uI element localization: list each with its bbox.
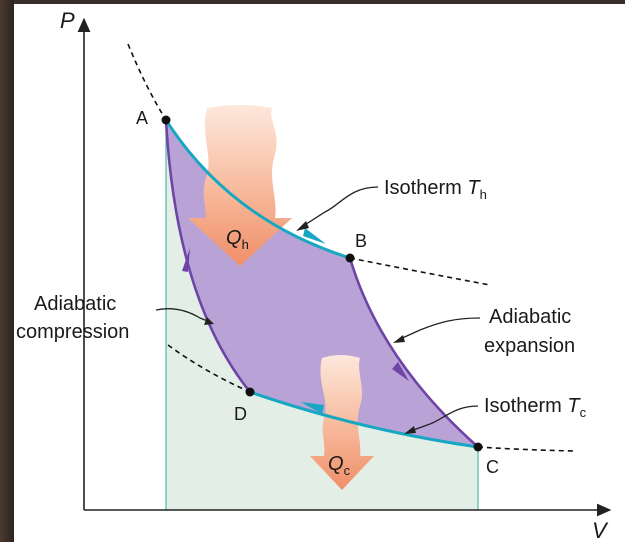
isotherm-hot-var: T <box>467 177 481 199</box>
isotherm-cold-extension-right <box>477 446 576 452</box>
direction-arrow-cd <box>301 402 324 414</box>
p-axis-label: P <box>60 8 75 33</box>
state-point-b <box>345 253 355 263</box>
leader-isotherm-hot <box>299 186 379 229</box>
heat-out-subscript: c <box>344 463 351 478</box>
isotherm-hot-extension-right <box>349 257 491 286</box>
leader-isotherm-cold <box>407 405 479 433</box>
leader-adiabatic-compression-tip <box>204 317 214 325</box>
point-label-a: A <box>136 108 148 128</box>
leader-isotherm-cold-tip <box>404 426 416 434</box>
point-label-c: C <box>486 457 499 477</box>
leader-isotherm-hot-tip <box>296 221 309 231</box>
cycle-area <box>166 120 478 447</box>
isotherm-cold-extension-left <box>167 344 251 393</box>
adiabatic-expansion-line2: expansion <box>484 335 575 357</box>
isotherm-hot-sub: h <box>480 187 487 202</box>
leader-adiabatic-expansion <box>397 317 481 341</box>
adiabatic-expansion-line1: Adiabatic <box>489 306 571 328</box>
heat-in-symbol: Q <box>226 227 242 249</box>
isotherm-hot-extension-left <box>127 43 167 121</box>
leader-adiabatic-expansion-tip <box>393 335 405 343</box>
isotherm-hot-text: Isotherm <box>384 177 467 199</box>
isotherm-hot-curve <box>164 119 351 260</box>
point-label-d: D <box>234 404 247 424</box>
heat-in-subscript: h <box>242 237 249 252</box>
adiabatic-compression-line1: Adiabatic <box>34 293 116 315</box>
direction-arrow-bc <box>392 362 409 381</box>
area-under-curve <box>166 120 478 510</box>
heat-in-arrow <box>188 105 292 266</box>
point-label-b: B <box>355 231 367 251</box>
leader-adiabatic-compression <box>155 308 211 323</box>
heat-out-arrow <box>310 355 374 490</box>
isotherm-cold-label: Isotherm Tc <box>484 395 587 420</box>
direction-arrow-da <box>182 248 190 272</box>
v-axis-label: V <box>592 518 609 542</box>
adiabatic-compression-curve <box>164 119 252 393</box>
isotherm-cold-var: T <box>567 395 581 417</box>
isotherm-cold-sub: c <box>580 405 587 420</box>
direction-arrow-ab <box>303 228 326 244</box>
isotherm-cold-text: Isotherm <box>484 395 567 417</box>
heat-out-symbol: Q <box>328 453 344 475</box>
adiabatic-expansion-curve <box>348 257 479 448</box>
state-point-d <box>245 387 255 397</box>
state-point-a <box>161 115 171 125</box>
state-point-c <box>473 442 483 452</box>
heat-out-label: Qc <box>328 453 351 478</box>
adiabatic-compression-line2: compression <box>16 321 129 343</box>
isotherm-cold-curve <box>249 390 479 449</box>
heat-in-label: Qh <box>226 227 249 252</box>
isotherm-hot-label: Isotherm Th <box>384 177 487 202</box>
